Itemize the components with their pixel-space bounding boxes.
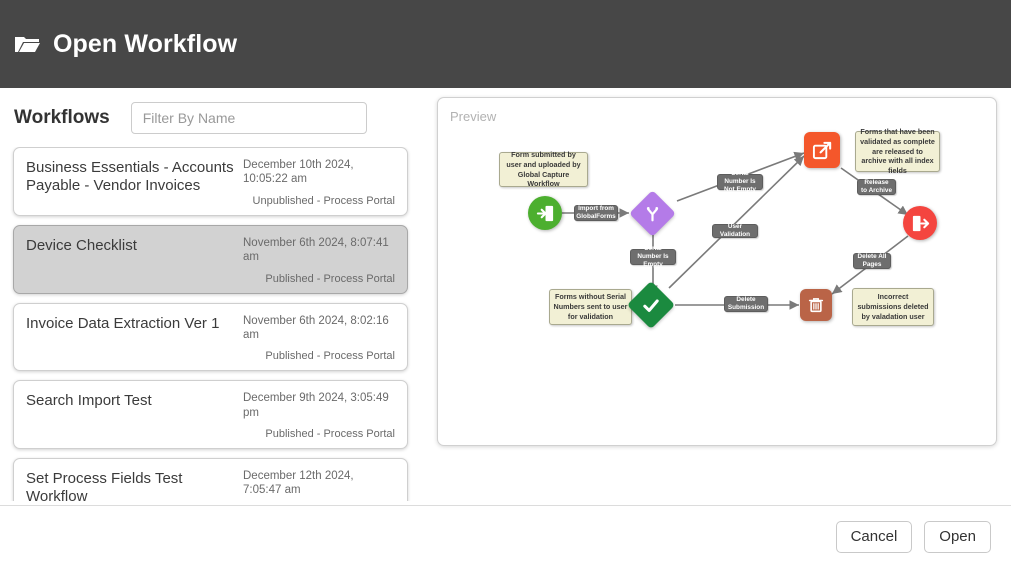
list-header: Workflows	[0, 88, 421, 134]
workflow-name: Set Process Fields Test Workflow	[26, 470, 183, 501]
workflow-status-badge: Unpublished - Process Portal	[252, 194, 395, 207]
workflow-list[interactable]: Business Essentials - Accounts Payable -…	[0, 147, 421, 501]
branch-fork-icon	[644, 205, 661, 222]
note-validation: Forms without Serial Numbers sent to use…	[549, 289, 632, 325]
workflow-meta: December 9th 2024, 3:05:49 pm Published -…	[243, 391, 395, 440]
workflow-list-item[interactable]: Business Essentials - Accounts Payable -…	[13, 147, 408, 216]
workflow-meta: November 6th 2024, 8:02:16 am Published -…	[243, 314, 395, 363]
trash-icon	[807, 296, 825, 314]
workflows-heading: Workflows	[14, 107, 110, 128]
node-serial-number-decision[interactable]	[629, 190, 676, 237]
workflow-name: Invoice Data Extraction Ver 1	[26, 314, 220, 332]
folder-open-icon	[14, 33, 40, 55]
check-icon	[642, 296, 661, 315]
workflow-list-item[interactable]: Device Checklist November 6th 2024, 8:07:…	[13, 224, 408, 294]
workflow-list-item[interactable]: Invoice Data Extraction Ver 1 November 6t…	[13, 302, 408, 372]
export-arrow-icon	[812, 140, 833, 161]
workflow-modified-date: December 12th 2024, 7:05:47 am	[243, 470, 354, 497]
workflow-name: Search Import Test	[26, 392, 152, 410]
node-release-to-archive[interactable]	[804, 132, 840, 168]
dialog-body: Workflows Business Essentials - Accounts…	[0, 88, 1011, 505]
edge-label-delete-submission: Delete Submission	[724, 296, 768, 312]
workflow-list-item[interactable]: Search Import Test December 9th 2024, 3:0…	[13, 380, 408, 449]
note-archive: Forms that have been validated as comple…	[855, 127, 940, 175]
workflow-modified-date: December 10th 2024, 10:05:22 am	[243, 159, 354, 186]
edge-label-serial-empty: Serial Number Is Empty	[630, 245, 676, 268]
workflow-list-panel: Workflows Business Essentials - Accounts…	[0, 88, 421, 505]
workflow-meta: December 10th 2024, 10:05:22 am Unpublish…	[243, 158, 395, 207]
workflow-status-badge: Published - Process Portal	[265, 272, 395, 285]
workflow-status-badge: Published - Process Portal	[265, 428, 395, 440]
import-door-icon	[536, 204, 555, 223]
workflow-meta: December 12th 2024, 7:05:47 amPublished …	[243, 469, 395, 501]
filter-by-name-input[interactable]	[130, 102, 367, 134]
node-import-from-globalforms[interactable]	[528, 196, 562, 230]
workflow-name: Device Checklist	[26, 236, 137, 254]
workflow-status-badge: Published - Process Portal	[265, 350, 395, 363]
window-title-bar: Open Workflow	[0, 0, 1011, 88]
workflow-diagram[interactable]: Form submitted by user and uploaded by G…	[438, 98, 996, 445]
edge-label-user-validation: User Validation	[712, 223, 758, 238]
note-import: Form submitted by user and uploaded by G…	[499, 150, 588, 188]
dialog-footer: Cancel Open	[0, 505, 1011, 567]
preview-panel: Preview	[437, 97, 997, 446]
exit-door-icon	[911, 214, 930, 233]
node-validation-approve[interactable]	[626, 280, 676, 330]
workflow-modified-date: November 6th 2024, 8:02:16 am	[243, 314, 389, 341]
workflow-name: Business Essentials - Accounts Payable -…	[26, 159, 234, 194]
edge-label-delete-all-pages: Delete All Pages	[853, 253, 891, 269]
node-archive-exit[interactable]	[903, 206, 937, 240]
workflow-modified-date: December 9th 2024, 3:05:49 pm	[243, 392, 389, 419]
edge-label-serial-not-empty: Serial Number Is Not Empty	[717, 170, 763, 193]
workflow-meta: November 6th 2024, 8:07:41 am Published -…	[243, 236, 395, 285]
open-button[interactable]: Open	[924, 520, 991, 553]
edge-label-release-archive: Release to Archive	[857, 179, 896, 195]
workflow-list-item[interactable]: Set Process Fields Test Workflow December…	[13, 458, 408, 501]
workflow-modified-date: November 6th 2024, 8:07:41 am	[243, 236, 389, 264]
note-delete: Incorrect submissions deleted by valadat…	[852, 288, 934, 326]
cancel-button[interactable]: Cancel	[835, 520, 913, 553]
edge-label-import: Import from GlobalForms	[574, 205, 618, 221]
page-title: Open Workflow	[53, 29, 238, 58]
node-delete-submission[interactable]	[800, 289, 832, 321]
preview-label: Preview	[450, 109, 497, 124]
